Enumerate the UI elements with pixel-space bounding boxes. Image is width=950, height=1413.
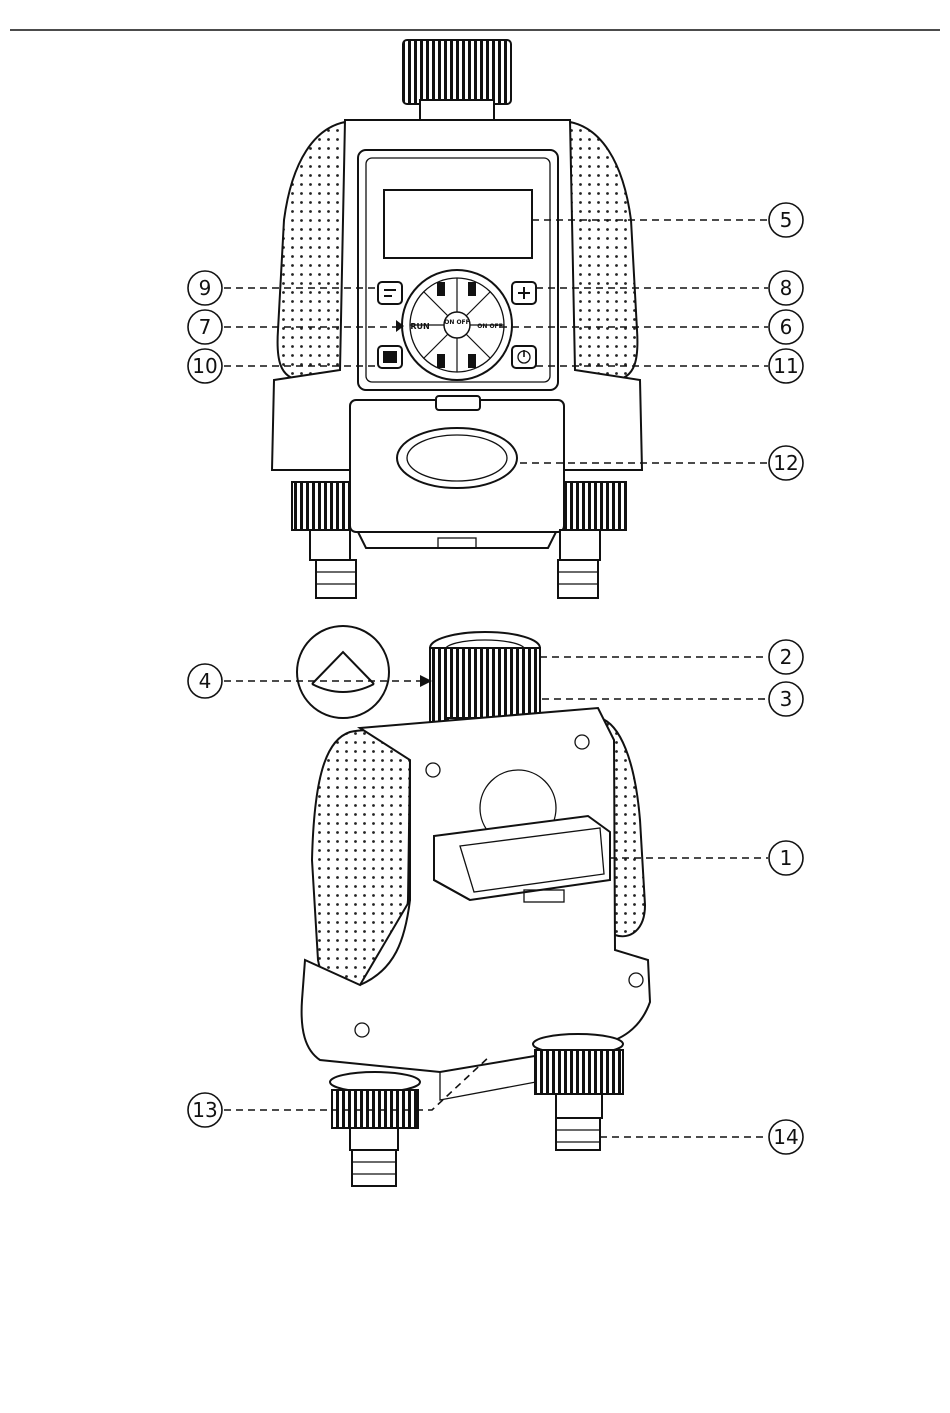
callout-8: 8 (769, 271, 803, 305)
svg-text:1: 1 (780, 846, 793, 870)
button-10[interactable] (378, 346, 402, 368)
svg-text:10: 10 (192, 354, 217, 378)
front-right-nut (564, 482, 626, 530)
rear-right-outlet (533, 1034, 623, 1150)
button-9[interactable] (378, 282, 402, 304)
front-right-connector (558, 530, 600, 598)
callout-3: 3 (769, 682, 803, 716)
svg-text:3: 3 (780, 687, 793, 711)
front-right-grip (565, 122, 637, 380)
dial-center-label: ON OFF (444, 319, 470, 326)
button-8[interactable] (512, 282, 536, 304)
callout-13: 13 (188, 1093, 222, 1127)
button-11[interactable] (512, 346, 536, 368)
battery-cover-knob[interactable] (397, 428, 517, 488)
rear-left-outlet (330, 1072, 420, 1186)
front-left-grip (278, 122, 350, 380)
callout-7: 7 (188, 310, 222, 344)
svg-text:5: 5 (780, 208, 793, 232)
front-view: ON OFF RUN ON OFF (272, 40, 642, 598)
callout-9: 9 (188, 271, 222, 305)
dial-run-label: RUN (410, 322, 429, 331)
front-left-nut (292, 482, 350, 530)
front-left-connector (310, 530, 356, 598)
svg-text:7: 7 (199, 315, 212, 339)
svg-text:2: 2 (780, 645, 793, 669)
detail-bubble (297, 626, 389, 718)
callout-14: 14 (769, 1120, 803, 1154)
callout-11: 11 (769, 349, 803, 383)
front-top-nut (403, 40, 511, 104)
rear-nut-body (430, 648, 540, 722)
callout-4: 4 (188, 664, 222, 698)
svg-text:6: 6 (780, 315, 793, 339)
callout-2: 2 (769, 640, 803, 674)
svg-text:11: 11 (773, 354, 798, 378)
svg-text:12: 12 (773, 451, 798, 475)
callout-6: 6 (769, 310, 803, 344)
svg-text:9: 9 (199, 276, 212, 300)
callout-12: 12 (769, 446, 803, 480)
program-dial[interactable]: ON OFF RUN ON OFF (402, 270, 512, 380)
lcd-display (384, 190, 532, 258)
callout-5: 5 (769, 203, 803, 237)
svg-text:13: 13 (192, 1098, 217, 1122)
callout-1: 1 (769, 841, 803, 875)
dial-right-label: ON OFF (477, 323, 503, 330)
svg-text:4: 4 (199, 669, 212, 693)
callout-10: 10 (188, 349, 222, 383)
svg-text:8: 8 (780, 276, 793, 300)
svg-text:14: 14 (773, 1125, 798, 1149)
rear-view (297, 626, 650, 1186)
